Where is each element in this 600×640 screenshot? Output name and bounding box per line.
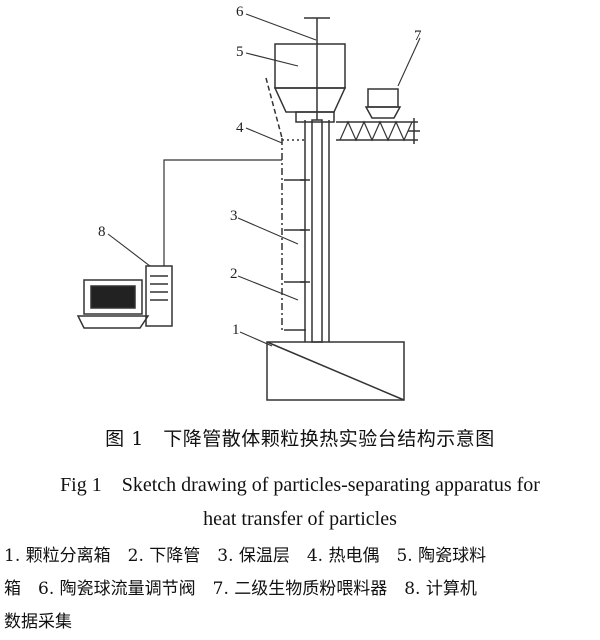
caption-chinese: 图 1 下降管散体颗粒换热实验台结构示意图	[105, 428, 495, 450]
computer-monitor-icon	[76, 279, 150, 329]
computer	[76, 265, 173, 329]
callout-1: 1	[232, 322, 240, 338]
callout-3: 3	[230, 208, 238, 224]
callout-8: 8	[98, 224, 106, 240]
computer-tower-icon	[145, 265, 173, 327]
callout-6: 6	[236, 4, 244, 20]
separation-box-diagonal	[266, 341, 405, 401]
callout-4: 4	[236, 120, 244, 136]
caption-english-line1: Fig 1 Sketch drawing of particles-separa…	[60, 474, 540, 496]
downcomer-tube	[311, 119, 323, 343]
thermocouple-ticks	[300, 179, 310, 283]
callout-leaders	[107, 13, 421, 347]
legend-line-2: 箱 6. 陶瓷球流量调节阀 7. 二级生物质粉喂料器 8. 计算机	[4, 579, 477, 599]
apparatus-diagram: 1 2 3 4 5 6 7 8	[76, 4, 422, 401]
valve-stem-icon	[304, 17, 330, 120]
component-legend: 1. 颗粒分离箱 2. 下降管 3. 保温层 4. 热电偶 5. 陶瓷球料 箱 …	[4, 540, 598, 639]
biomass-feeder	[336, 88, 420, 144]
thermocouples	[282, 139, 306, 331]
callout-5: 5	[236, 44, 244, 60]
caption-english-line2: heat transfer of particles	[203, 508, 397, 530]
legend-line-3: 数据采集	[4, 612, 72, 632]
callout-2: 2	[230, 266, 238, 282]
feeder-motor-icon	[367, 88, 399, 108]
callout-7: 7	[414, 28, 422, 44]
separation-box	[266, 341, 405, 401]
data-cable	[163, 159, 282, 266]
ceramic-ball-hopper	[273, 43, 347, 123]
legend-line-1: 1. 颗粒分离箱 2. 下降管 3. 保温层 4. 热电偶 5. 陶瓷球料	[4, 546, 487, 566]
